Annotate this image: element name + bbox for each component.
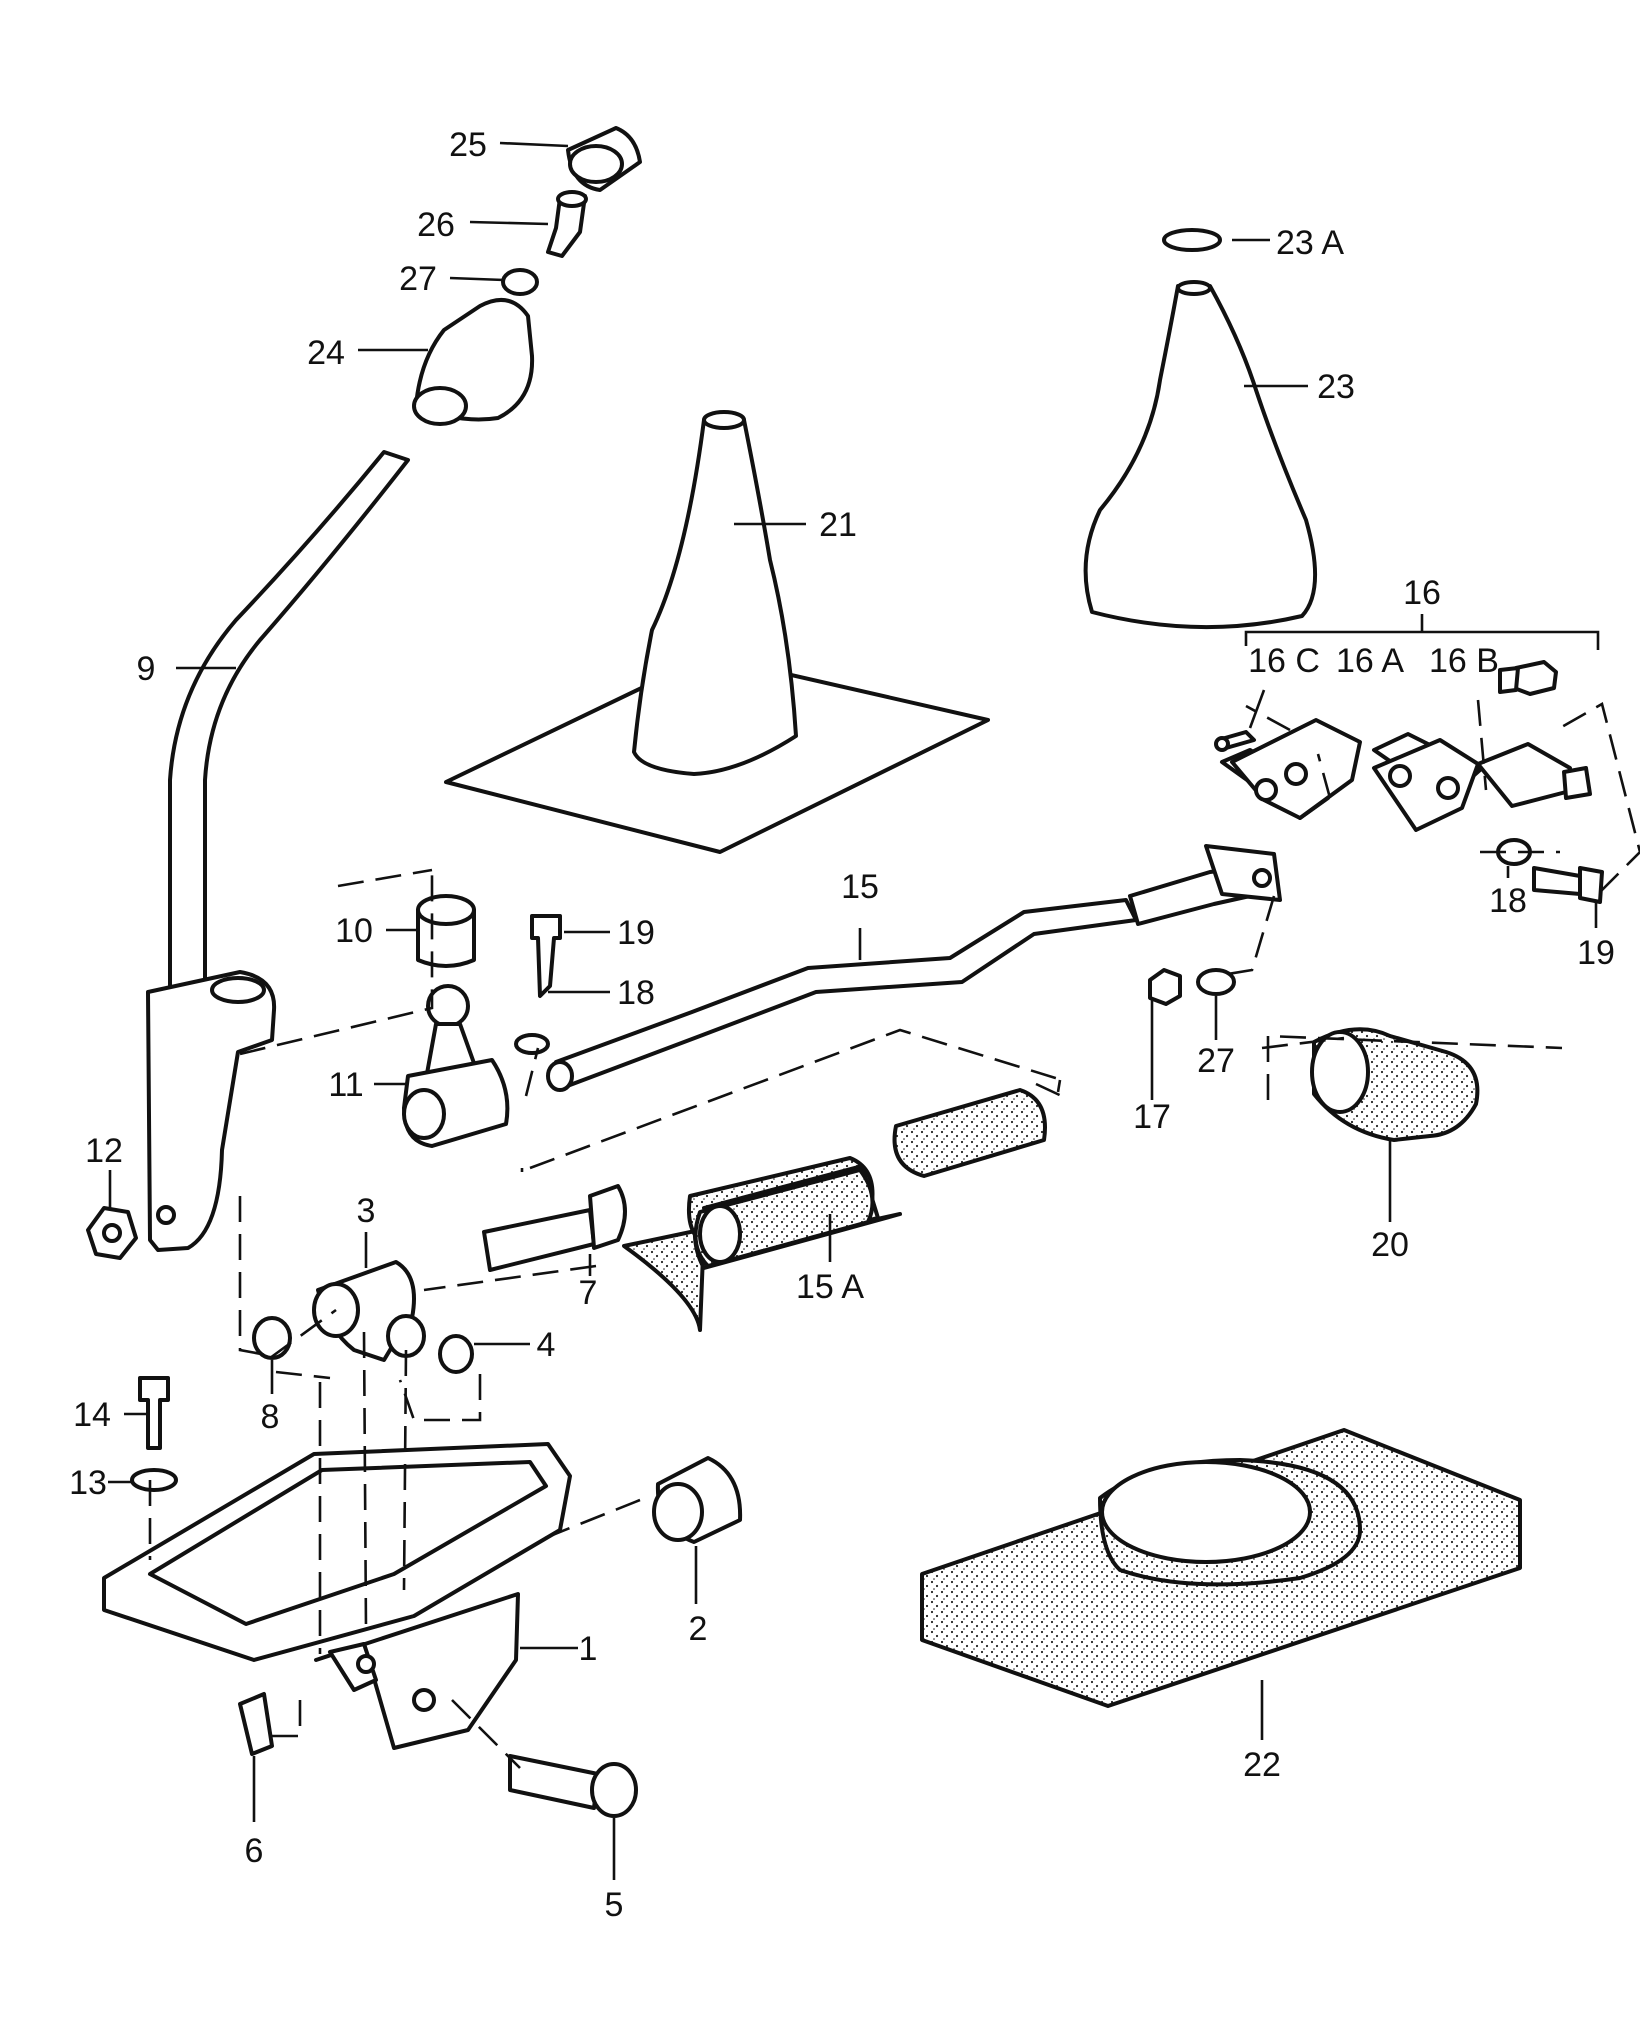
part-20-gaiter xyxy=(1310,1027,1480,1142)
label-16a: 16 A xyxy=(1336,642,1404,680)
part-11-selector-lever xyxy=(402,984,510,1148)
part-26-bolt xyxy=(546,190,588,258)
label-14: 14 xyxy=(73,1396,111,1434)
part-19-bolt-right xyxy=(1532,866,1604,904)
part-3-pivot-housing xyxy=(312,1260,426,1362)
part-6-clip xyxy=(238,1692,274,1756)
part-23a-ring xyxy=(1162,228,1222,252)
label-16b: 16 B xyxy=(1429,642,1499,680)
label-1: 1 xyxy=(579,1630,598,1668)
part-10-bushing xyxy=(416,894,476,968)
label-27-right: 27 xyxy=(1197,1042,1235,1080)
part-22-foam-insulation xyxy=(920,1428,1522,1708)
label-17: 17 xyxy=(1133,1098,1171,1136)
label-9: 9 xyxy=(137,650,156,688)
part-16-coupling xyxy=(1214,660,1592,832)
part-17-nut xyxy=(1148,968,1182,1006)
label-22: 22 xyxy=(1243,1746,1281,1784)
label-5: 5 xyxy=(605,1886,624,1924)
label-6: 6 xyxy=(245,1832,264,1870)
label-27-top: 27 xyxy=(399,260,437,298)
label-19-left: 19 xyxy=(617,914,655,952)
label-23: 23 xyxy=(1317,368,1355,406)
part-1-base-housing xyxy=(102,1442,572,1750)
part-21-boot xyxy=(444,410,990,854)
part-15a-sleeves xyxy=(622,1088,1047,1332)
part-27-washer xyxy=(501,268,539,296)
label-7: 7 xyxy=(579,1274,598,1312)
part-12-nut xyxy=(86,1206,138,1260)
label-18-right: 18 xyxy=(1489,882,1527,920)
part-15-shift-rod xyxy=(546,844,1282,1092)
label-20: 20 xyxy=(1371,1226,1409,1264)
part-14-bolt xyxy=(138,1376,170,1450)
relation-dashes xyxy=(148,699,1640,1769)
label-23a: 23 A xyxy=(1276,224,1344,262)
label-16c: 16 C xyxy=(1248,642,1320,680)
label-25: 25 xyxy=(449,126,487,164)
label-8: 8 xyxy=(261,1398,280,1436)
label-21: 21 xyxy=(819,506,857,544)
label-26: 26 xyxy=(417,206,455,244)
leader-lines xyxy=(108,141,1598,1880)
part-9-shift-lever xyxy=(146,450,410,1252)
label-10: 10 xyxy=(335,912,373,950)
label-16: 16 xyxy=(1403,574,1441,612)
part-13-washer xyxy=(130,1468,178,1492)
label-18-left: 18 xyxy=(617,974,655,1012)
part-19-bolt-left xyxy=(530,914,562,998)
part-7-pin xyxy=(482,1184,627,1272)
part-5-pin xyxy=(508,1754,638,1818)
label-15: 15 xyxy=(841,868,879,906)
label-4: 4 xyxy=(537,1326,556,1364)
part-23-boot xyxy=(1083,280,1318,630)
part-8-ring xyxy=(252,1316,292,1360)
part-2-plug xyxy=(652,1456,743,1544)
part-27-washer-right xyxy=(1196,968,1236,996)
part-25-cap xyxy=(566,126,642,192)
part-18-washer-left xyxy=(514,1033,550,1055)
label-24: 24 xyxy=(307,334,345,372)
part-24-knob xyxy=(412,297,535,426)
label-12: 12 xyxy=(85,1132,123,1170)
label-2: 2 xyxy=(689,1610,708,1648)
label-11: 11 xyxy=(328,1066,363,1104)
label-13: 13 xyxy=(69,1464,107,1502)
part-4-ring xyxy=(438,1334,474,1374)
label-3: 3 xyxy=(357,1192,376,1230)
label-19-right: 19 xyxy=(1577,934,1615,972)
label-15a: 15 A xyxy=(796,1268,864,1306)
